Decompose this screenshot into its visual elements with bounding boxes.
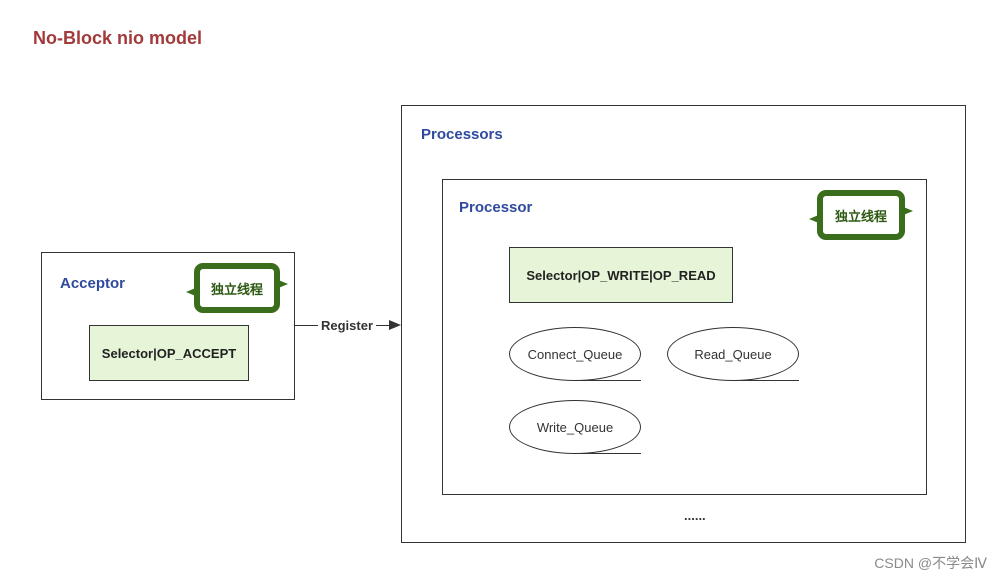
thread-arrow-right-icon [276, 279, 288, 289]
read-queue: Read_Queue [667, 327, 799, 381]
processor-label: Processor [459, 199, 533, 216]
acceptor-selector: Selector|OP_ACCEPT [89, 325, 249, 381]
connect-queue-tail [575, 380, 641, 381]
register-label: Register [318, 318, 377, 333]
more-processors-ellipsis: ...... [684, 508, 706, 523]
thread-arrow-left-icon [809, 214, 821, 224]
acceptor-thread-label: 独立线程 [210, 281, 263, 297]
thread-arrow-right-icon [901, 206, 913, 216]
read-queue-label: Read_Queue [694, 346, 772, 362]
register-arrow-head-icon [389, 320, 401, 330]
processor-box: Processor 独立线程 Selector|OP_WRITE|OP_READ… [442, 179, 927, 495]
processors-label: Processors [421, 126, 503, 143]
write-queue-label: Write_Queue [536, 419, 614, 435]
acceptor-label: Acceptor [60, 275, 126, 292]
thread-arrow-left-icon [186, 287, 198, 297]
write-queue-tail [575, 453, 641, 454]
processor-thread-label: 独立线程 [834, 208, 887, 224]
acceptor-box: Acceptor 独立线程 Selector|OP_ACCEPT [41, 252, 295, 400]
processor-selector: Selector|OP_WRITE|OP_READ [509, 247, 733, 303]
processors-box: Processors Processor 独立线程 Selector|OP_WR… [401, 105, 966, 543]
read-queue-tail [733, 380, 799, 381]
watermark: CSDN @不学会Ⅳ [874, 555, 987, 571]
diagram-title: No-Block nio model [33, 28, 203, 48]
connect-queue: Connect_Queue [509, 327, 641, 381]
connect-queue-label: Connect_Queue [527, 346, 623, 362]
write-queue: Write_Queue [509, 400, 641, 454]
acceptor-thread-indicator: 独立线程 [186, 263, 288, 313]
processor-thread-indicator: 独立线程 [809, 190, 913, 240]
